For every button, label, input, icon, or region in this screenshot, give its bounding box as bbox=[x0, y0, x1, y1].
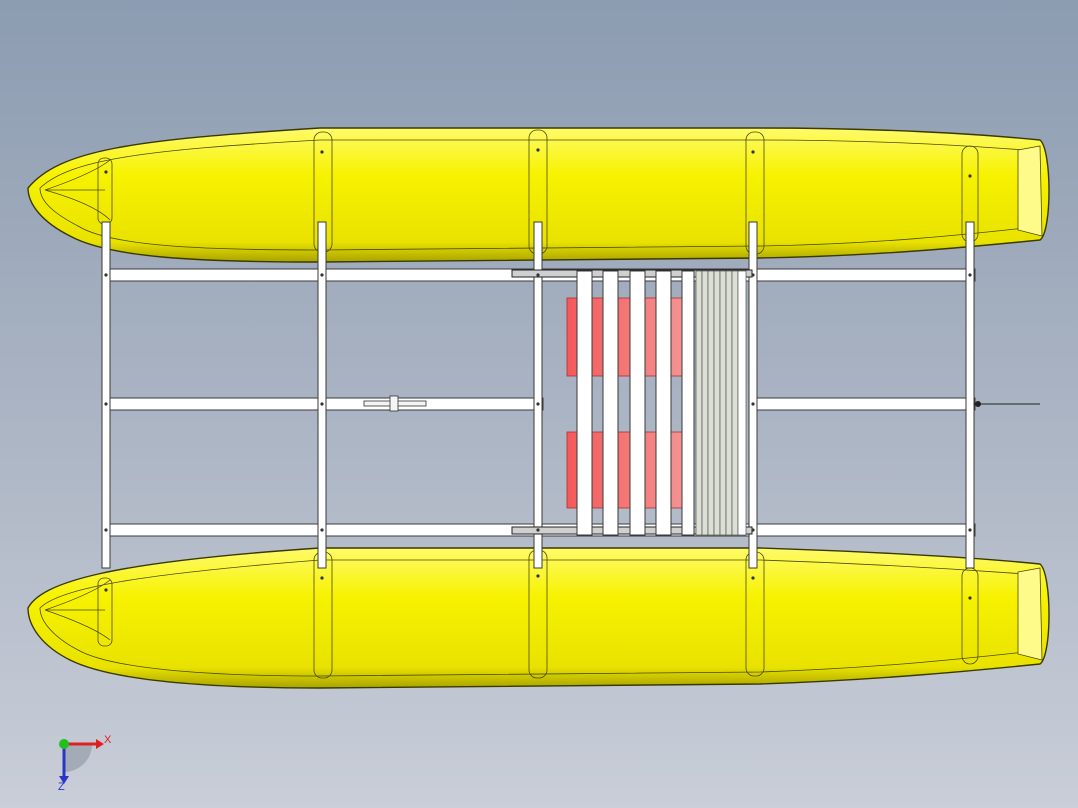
seat-slats[interactable] bbox=[576, 270, 695, 536]
triad-x-arrow bbox=[96, 739, 104, 749]
rudder[interactable] bbox=[974, 401, 1040, 407]
pontoon-top-keel-line bbox=[44, 159, 111, 221]
backrest-folded[interactable] bbox=[695, 270, 747, 536]
bolt-markers bbox=[104, 148, 972, 600]
triad-z-arrow bbox=[59, 776, 69, 784]
triad-z-label: Z bbox=[58, 781, 65, 793]
frame-rail-middle-right bbox=[749, 397, 976, 411]
frame-post-5 bbox=[965, 221, 975, 569]
pontoon-top-outline bbox=[27, 127, 1050, 263]
pontoon-bottom-keel-line bbox=[44, 579, 111, 641]
frame-post-3 bbox=[533, 221, 543, 569]
frame-post-2 bbox=[317, 221, 327, 569]
pontoon-top[interactable] bbox=[27, 127, 1050, 263]
triad-x-label: X bbox=[104, 734, 112, 746]
frame-post-1 bbox=[101, 221, 111, 569]
triad-shadow bbox=[64, 744, 92, 772]
steering-bar[interactable] bbox=[363, 395, 427, 412]
pontoon-bottom[interactable] bbox=[27, 547, 1050, 689]
orientation-triad[interactable]: X Z bbox=[58, 734, 112, 793]
pontoon-bottom-outline bbox=[27, 547, 1050, 689]
triad-y-axis bbox=[59, 739, 69, 749]
pontoon-top-stern bbox=[1017, 145, 1043, 237]
pontoon-bottom-stern bbox=[1017, 567, 1043, 661]
frame-post-4 bbox=[748, 221, 758, 569]
